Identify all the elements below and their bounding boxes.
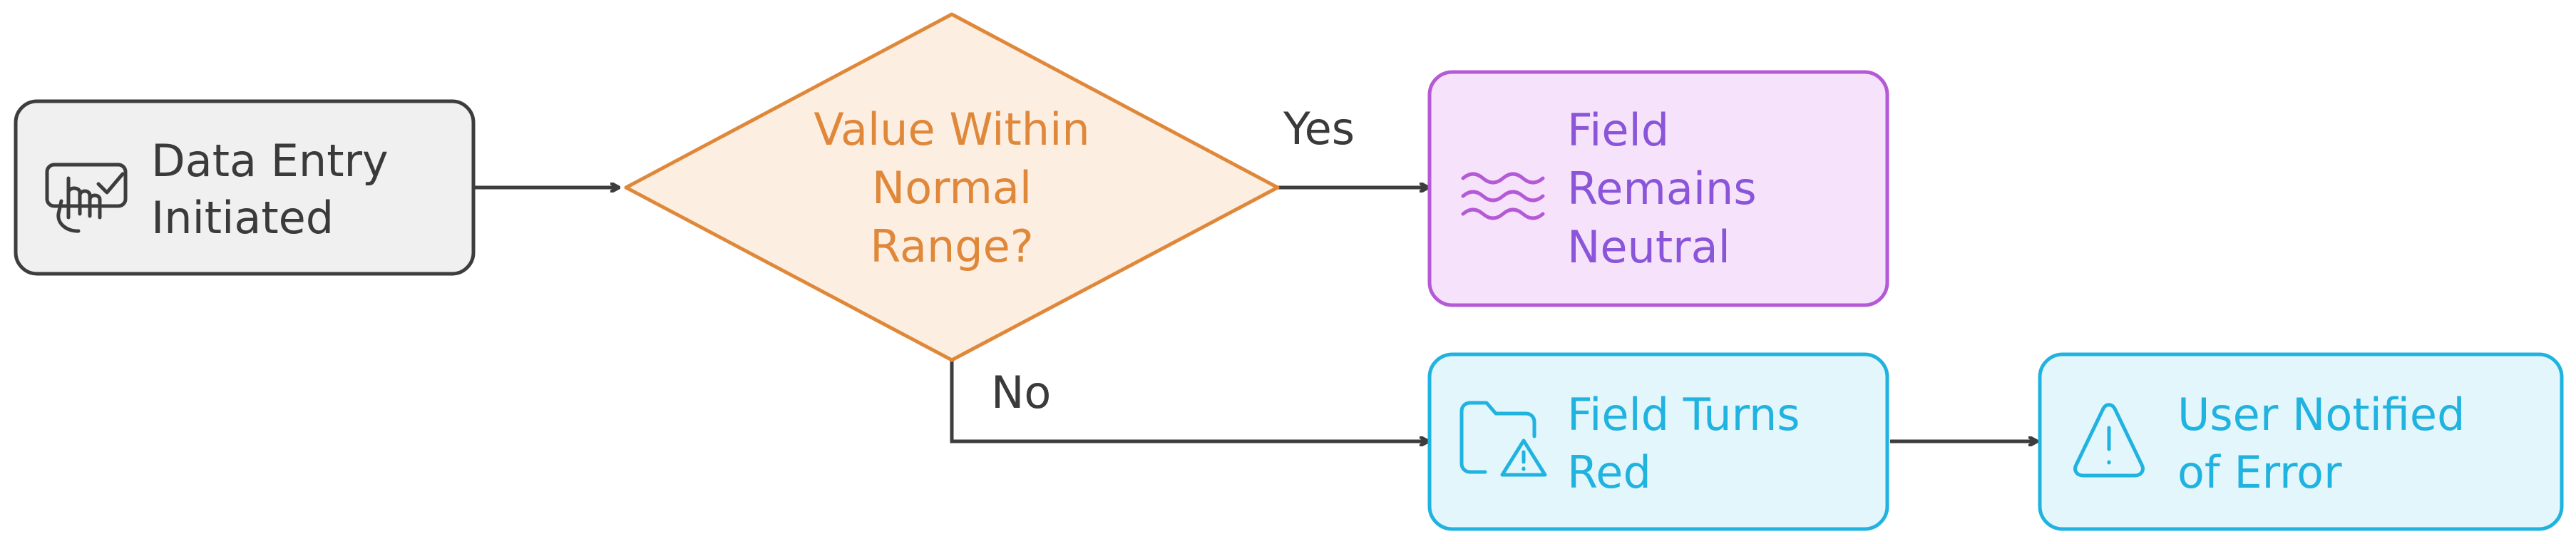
node-start-box xyxy=(14,99,476,276)
node-error-line-1: User Notified xyxy=(2177,389,2465,441)
warning-triangle-icon xyxy=(2073,403,2145,478)
node-red-line-1: Field Turns xyxy=(1567,389,1800,441)
node-neutral-line-1: Field xyxy=(1567,104,1669,156)
decision-diamond xyxy=(624,12,1280,362)
edge-decision-no xyxy=(950,360,1428,441)
node-field-remains-neutral: Field Remains Neutral xyxy=(1427,70,1889,307)
yes-label: Yes xyxy=(1283,103,1355,155)
edges xyxy=(475,188,2037,441)
node-start-line-2: Initiated xyxy=(151,192,334,244)
decision-line-2: Normal xyxy=(872,162,1032,214)
no-label: No xyxy=(991,366,1051,419)
node-field-turns-red: Field Turns Red xyxy=(1427,352,1889,531)
decision-line-1: Value Within xyxy=(814,103,1089,155)
node-user-notified-of-error: User Notified of Error xyxy=(2038,352,2564,531)
node-neutral-line-3: Neutral xyxy=(1567,221,1730,273)
node-error-line-2: of Error xyxy=(2177,446,2342,498)
decision-line-3: Range? xyxy=(870,220,1033,272)
node-error-box xyxy=(2038,352,2564,531)
node-decision: Value Within Normal Range? xyxy=(624,12,1280,362)
node-neutral-line-2: Remains xyxy=(1567,163,1757,215)
node-start-line-1: Data Entry xyxy=(151,135,389,187)
waves-icon xyxy=(1461,172,1545,220)
node-red-box xyxy=(1427,352,1889,531)
node-neutral-box xyxy=(1427,70,1889,307)
touch-screen-icon xyxy=(45,163,128,233)
node-data-entry-initiated: Data Entry Initiated xyxy=(14,99,476,276)
node-red-line-2: Red xyxy=(1567,446,1651,498)
folder-warning-icon xyxy=(1459,401,1547,477)
